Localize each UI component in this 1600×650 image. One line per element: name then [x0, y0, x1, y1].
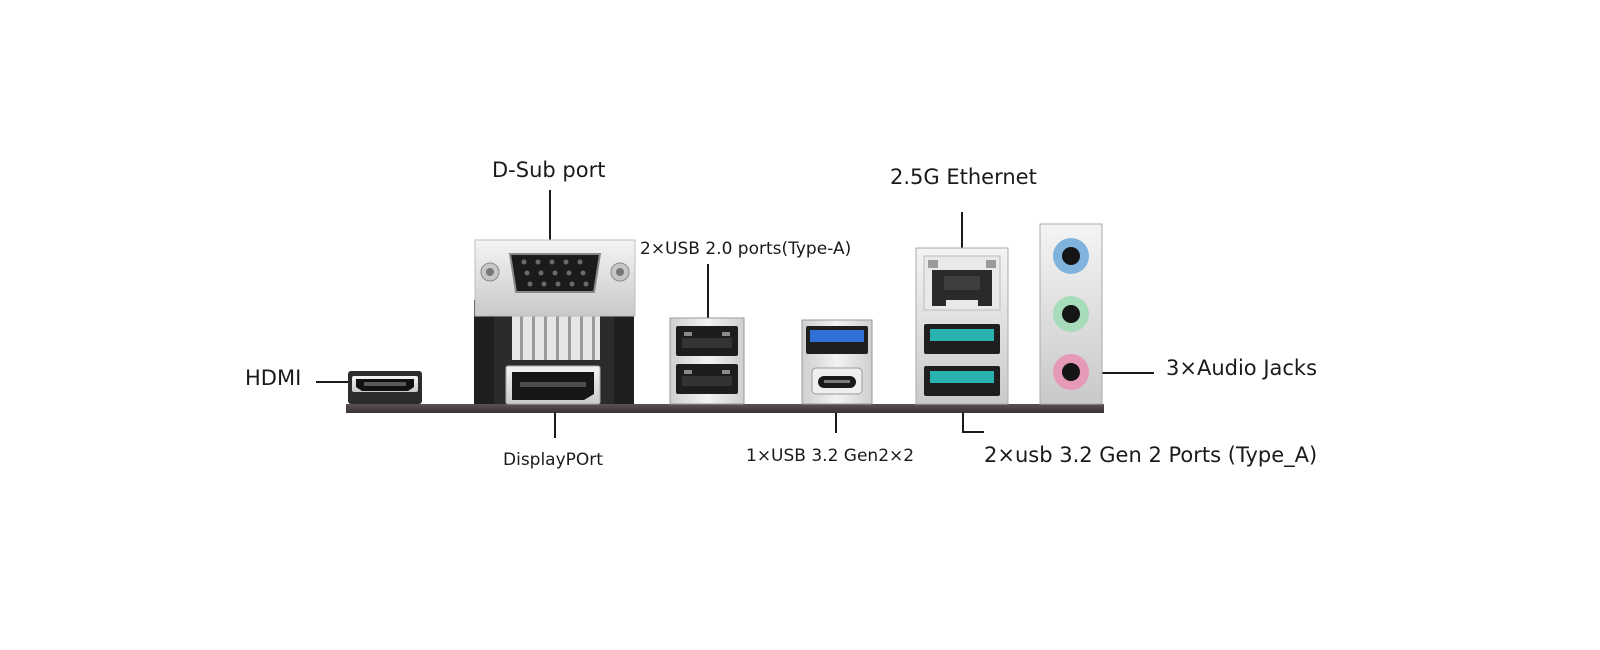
label-usb32-gen2: 2×usb 3.2 Gen 2 Ports (Type_A): [984, 443, 1318, 467]
label-audio-jacks: 3×Audio Jacks: [1166, 356, 1318, 380]
label-dsub-port: D-Sub port: [492, 158, 606, 182]
audio-jacks-stack: [1039, 223, 1103, 405]
audio-jack-icon: [1053, 354, 1089, 390]
usb-a-icon: [924, 324, 1000, 354]
label-displayport: DisplayPOrt: [503, 450, 603, 470]
usb32-usbc-stack: [801, 319, 873, 405]
rj45-icon: [923, 255, 1001, 311]
vga-displayport-block: [474, 239, 636, 405]
hdmi-port-icon: [348, 371, 422, 404]
usb-a-icon: [676, 326, 738, 356]
usb-a-icon: [806, 326, 868, 354]
label-usb20-ports: 2×USB 2.0 ports(Type-A): [640, 239, 852, 259]
audio-jack-icon: [1053, 296, 1089, 332]
usb-a-icon: [924, 366, 1000, 396]
displayport-icon: [505, 365, 601, 405]
usb20-stack: [669, 317, 745, 405]
usb-a-icon: [676, 364, 738, 394]
pcb-base: [346, 404, 1104, 413]
ethernet-usb32-stack: [915, 247, 1009, 405]
label-usb-c: 1×USB 3.2 Gen2×2: [746, 446, 915, 466]
audio-jack-icon: [1053, 238, 1089, 274]
vga-port-icon: [474, 239, 636, 317]
usb-c-icon: [811, 367, 863, 395]
label-hdmi: HDMI: [245, 366, 302, 390]
label-ethernet: 2.5G Ethernet: [890, 165, 1037, 189]
